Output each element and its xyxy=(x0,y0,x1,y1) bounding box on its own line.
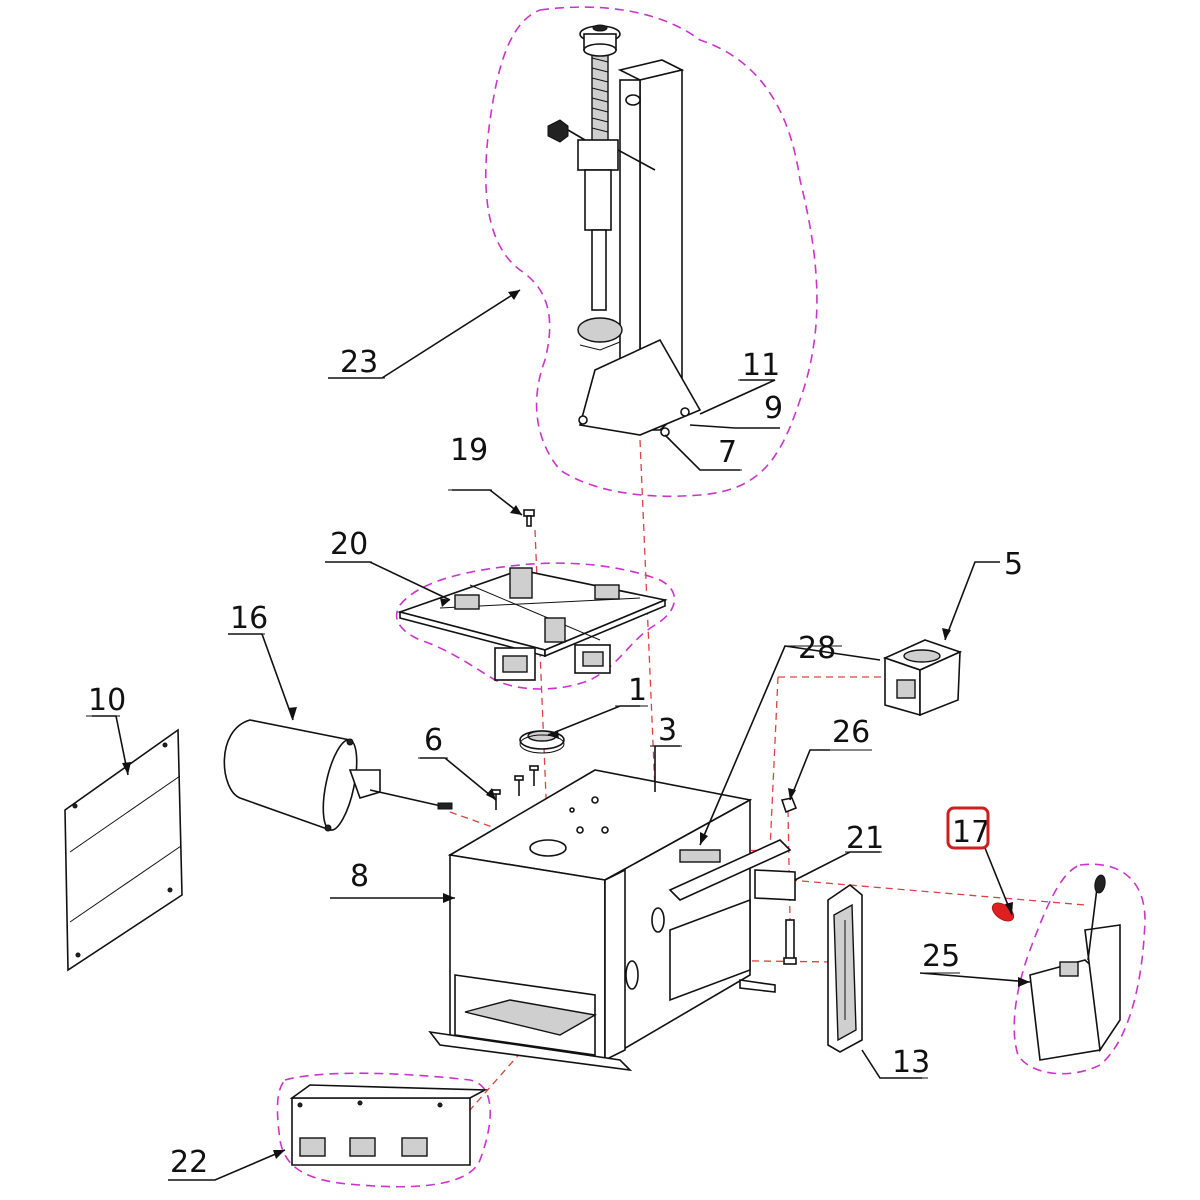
part-17-highlight-box xyxy=(946,806,990,850)
nut-and-rod xyxy=(780,797,798,965)
callout-1: 1 xyxy=(628,673,647,708)
callout-10: 10 xyxy=(88,683,126,718)
pedal-unit xyxy=(289,1084,489,1166)
callout-13: 13 xyxy=(892,1045,930,1080)
column-assembly xyxy=(547,24,702,437)
group-outline-22 xyxy=(276,1072,492,1188)
callout-9: 9 xyxy=(764,391,783,426)
arrowheads xyxy=(122,290,1030,1159)
callout-8: 8 xyxy=(350,859,369,894)
side-panel xyxy=(64,728,183,972)
callout-7: 7 xyxy=(718,435,737,470)
callout-19: 19 xyxy=(450,433,488,468)
turntable xyxy=(397,567,668,681)
lever-housing xyxy=(1029,874,1121,1061)
callout-25: 25 xyxy=(922,939,960,974)
callout-5: 5 xyxy=(1004,547,1023,582)
callout-23: 23 xyxy=(340,345,378,380)
callout-28: 28 xyxy=(798,631,836,666)
callout-17: 17 xyxy=(952,815,990,850)
callout-21: 21 xyxy=(846,821,884,856)
air-cylinder xyxy=(223,719,453,832)
callout-6: 6 xyxy=(424,723,443,758)
callout-16: 16 xyxy=(230,601,268,636)
callout-20: 20 xyxy=(330,527,368,562)
pedal-bracket xyxy=(827,883,863,1053)
callout-26: 26 xyxy=(832,715,870,750)
control-box xyxy=(882,639,963,717)
callout-labels: 23 11 9 7 19 20 5 28 1 16 10 6 3 26 21 8… xyxy=(86,345,1023,1181)
callout-22: 22 xyxy=(170,1145,208,1180)
callout-11: 11 xyxy=(742,348,780,383)
cabinet-body xyxy=(428,769,796,1072)
callout-3: 3 xyxy=(658,713,677,748)
screw xyxy=(523,509,535,527)
